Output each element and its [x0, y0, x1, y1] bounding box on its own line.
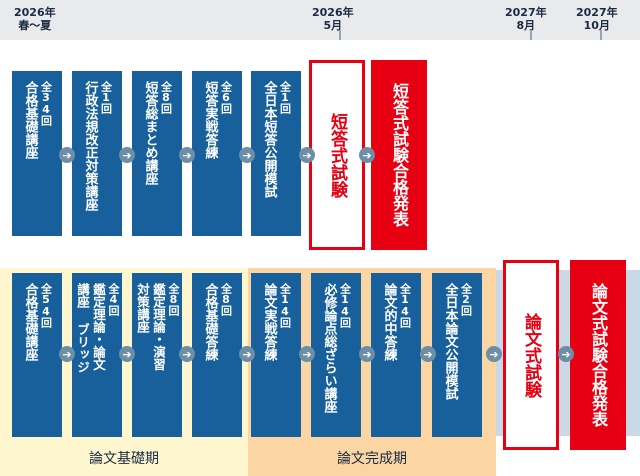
course-card-law-revision: 全1回 行政法規改正対策講座 [72, 71, 122, 236]
timeline-tick [530, 30, 532, 40]
course-count: 全1回 [278, 81, 292, 113]
course-name: 短答総まとめ講座 [142, 81, 158, 185]
marker-year: 2026年 [312, 6, 354, 19]
arrow-right-icon: ➔ [359, 147, 375, 163]
result-label: 短答式試験合格発表 [390, 83, 409, 227]
timeline-bar: 2026年 春〜夏 2026年 5月 2027年 8月 2027年 10月 [0, 0, 640, 40]
course-count: 全4回 [107, 283, 120, 315]
course-name: 対策講座 [135, 283, 150, 333]
course-name: 合格基礎答練 [202, 283, 218, 361]
phase-label-basic: 論文基礎期 [89, 451, 159, 467]
arrow-right-icon: ➔ [179, 147, 195, 163]
course-count: 全1回 [99, 81, 113, 113]
course-card-short-practice: 全6回 短答実戦答練 [192, 71, 242, 236]
course-count: 全14回 [398, 283, 412, 327]
marker-year: 2027年 [576, 6, 618, 19]
arrow-right-icon: ➔ [420, 346, 436, 362]
course-count: 全14回 [278, 283, 292, 327]
arrow-right-icon: ➔ [359, 346, 375, 362]
arrow-right-icon: ➔ [558, 346, 574, 362]
arrow-right-icon: ➔ [179, 346, 195, 362]
arrow-right-icon: ➔ [59, 147, 75, 163]
course-count: 全8回 [219, 283, 233, 315]
arrow-right-icon: ➔ [299, 346, 315, 362]
course-card-basic: 全34回 合格基礎講座 [12, 71, 62, 236]
short-answer-exam: 短答式試験 [309, 60, 365, 250]
arrow-right-icon: ➔ [239, 147, 255, 163]
course-name: 全日本短答公開模試 [261, 81, 277, 198]
arrow-right-icon: ➔ [299, 147, 315, 163]
course-count: 全6回 [219, 81, 233, 113]
timeline-tick [339, 30, 341, 40]
arrow-right-icon: ➔ [239, 346, 255, 362]
course-name: 合格基礎講座 [22, 283, 38, 361]
course-card-exercise: 全8回 鑑定理論・演習 対策講座 [132, 273, 182, 437]
course-name: 講座 ブリッジ [75, 283, 90, 373]
exam-label: 論文式試験 [521, 312, 541, 398]
course-card-essay-mock: 全2回 全日本論文公開模試 [432, 273, 482, 437]
course-card-targeted-practice: 全14回 論文的中答練 [371, 273, 421, 437]
phase-label-complete: 論文完成期 [337, 451, 407, 467]
marker-period: 10月 [583, 19, 610, 32]
course-name: 短答実戦答練 [202, 81, 218, 159]
course-name: 必修論点総ざらい講座 [321, 283, 337, 413]
result-label: 論文式試験合格発表 [589, 283, 608, 427]
marker-year: 2026年 [14, 6, 56, 19]
arrow-right-icon: ➔ [119, 346, 135, 362]
course-name: 全日本論文公開模試 [442, 283, 458, 400]
short-answer-result: 短答式試験合格発表 [371, 60, 427, 250]
course-card-review: 全14回 必修論点総ざらい講座 [311, 273, 361, 437]
marker-period: 8月 [516, 19, 536, 32]
course-count: 全14回 [338, 283, 352, 327]
course-count: 全34回 [39, 81, 53, 125]
course-card-short-summary: 全8回 短答総まとめ講座 [132, 71, 182, 236]
course-count: 全54回 [39, 283, 53, 327]
course-name: 鑑定理論・演習 [151, 283, 166, 371]
course-count: 全8回 [159, 81, 173, 113]
arrow-right-icon: ➔ [119, 147, 135, 163]
marker-period: 春〜夏 [18, 19, 52, 32]
course-card-bridge: 全4回 鑑定理論・論文 講座 ブリッジ [72, 273, 122, 437]
timeline-tick [600, 30, 602, 40]
timeline-marker-august: 2027年 8月 [505, 6, 547, 32]
course-card-essay-practice: 全14回 論文実戦答練 [251, 273, 301, 437]
course-card-short-mock: 全1回 全日本短答公開模試 [251, 71, 301, 236]
course-name: 鑑定理論・論文 [91, 283, 106, 371]
exam-label: 短答式試験 [327, 112, 347, 198]
marker-year: 2027年 [505, 6, 547, 19]
essay-exam: 論文式試験 [503, 260, 559, 450]
course-count: 全8回 [167, 283, 180, 315]
arrow-right-icon: ➔ [59, 346, 75, 362]
timeline-marker-october: 2027年 10月 [576, 6, 618, 32]
course-name: 行政法規改正対策講座 [82, 81, 98, 211]
essay-result: 論文式試験合格発表 [570, 260, 626, 450]
marker-period: 5月 [323, 19, 343, 32]
course-count: 全2回 [459, 283, 473, 315]
timeline-marker-spring: 2026年 春〜夏 [14, 6, 56, 32]
course-name: 論文的中答練 [381, 283, 397, 361]
course-name: 合格基礎講座 [22, 81, 38, 159]
course-name: 論文実戦答練 [261, 283, 277, 361]
course-card-essay-basic: 全54回 合格基礎講座 [12, 273, 62, 437]
timeline-marker-may: 2026年 5月 [312, 6, 354, 32]
course-card-basic-practice: 全8回 合格基礎答練 [192, 273, 242, 437]
arrow-right-icon: ➔ [486, 346, 502, 362]
